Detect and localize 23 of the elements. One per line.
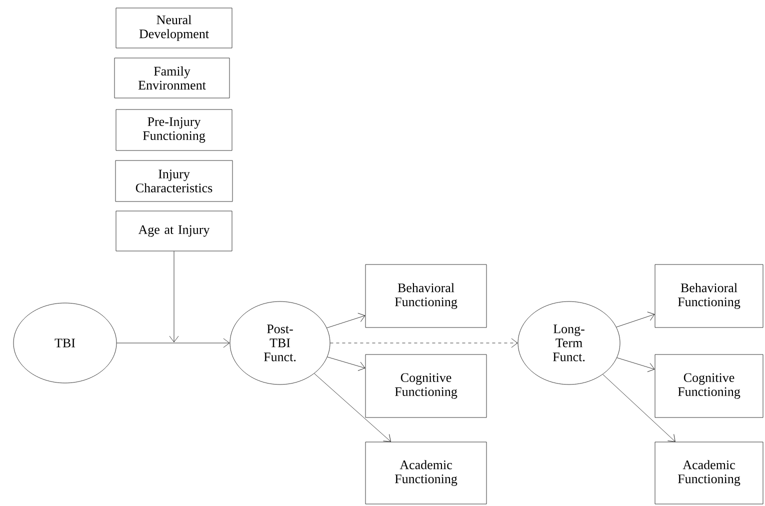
arrow: [616, 312, 655, 328]
process-box: Behavioral Functioning: [654, 264, 764, 328]
arrow: [327, 356, 366, 371]
oval-node: TBI: [13, 302, 117, 384]
process-box: Family Environment: [114, 58, 230, 98]
arrow: [330, 338, 518, 348]
process-box: Neural Development: [116, 8, 232, 48]
process-box: Behavioral Functioning: [365, 264, 487, 328]
process-box: Injury Characteristics: [115, 160, 233, 202]
arrow: [169, 251, 179, 342]
oval-node: Long- Term Funct.: [518, 301, 620, 385]
arrow: [116, 338, 230, 348]
process-box: Age at Injury: [116, 210, 232, 252]
process-box: Cognitive Functioning: [365, 354, 487, 418]
process-box: Pre-Injury Functioning: [116, 109, 232, 151]
process-box: Academic Functioning: [654, 442, 764, 504]
arrow: [616, 358, 655, 372]
process-box: Academic Functioning: [365, 442, 487, 504]
arrow: [314, 373, 391, 442]
process-box: Cognitive Functioning: [654, 354, 764, 418]
oval-node: Post- TBI Funct.: [230, 301, 330, 385]
arrow: [602, 374, 676, 442]
arrow: [326, 312, 366, 328]
